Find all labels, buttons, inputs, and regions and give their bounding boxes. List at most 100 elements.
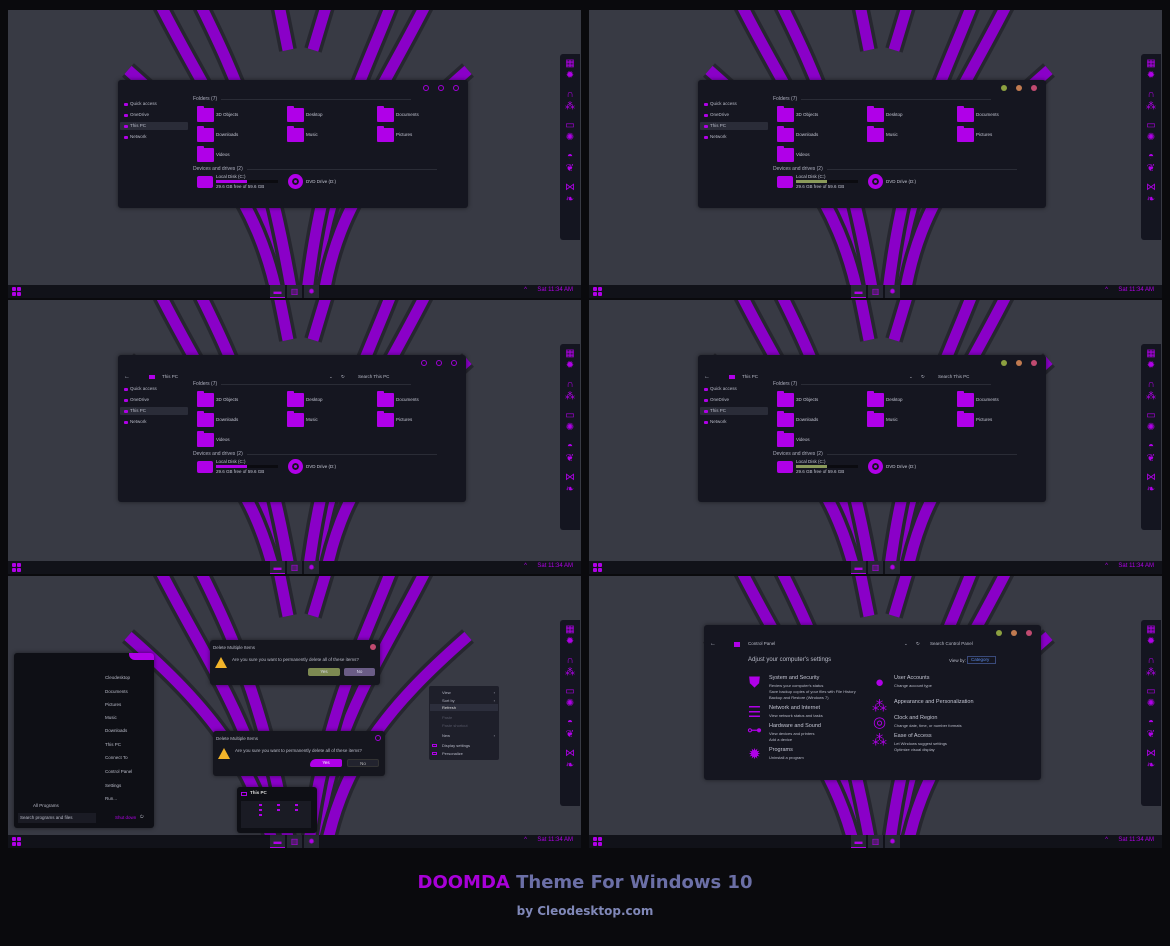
- start-button[interactable]: [593, 837, 602, 846]
- sidebar-item-network[interactable]: Network: [120, 133, 188, 141]
- no-button[interactable]: No: [347, 759, 379, 767]
- paw-icon[interactable]: ❦: [1146, 163, 1156, 174]
- monitor-icon[interactable]: ▭: [565, 120, 575, 131]
- taskbar-button-apps[interactable]: ▥: [868, 835, 883, 848]
- folder-icon[interactable]: [377, 106, 394, 122]
- category-link[interactable]: Add a device: [769, 737, 793, 742]
- share-icon[interactable]: ⁂: [1146, 667, 1156, 678]
- start-button[interactable]: [12, 287, 21, 296]
- close-button[interactable]: [375, 735, 381, 741]
- folder-icon[interactable]: [197, 431, 214, 447]
- share-icon[interactable]: ⁂: [565, 391, 575, 402]
- monitor-icon[interactable]: ▭: [1146, 120, 1156, 131]
- back-button[interactable]: ←: [710, 641, 716, 647]
- folder-label[interactable]: Documents: [396, 112, 419, 117]
- feather-icon[interactable]: ❧: [565, 194, 575, 205]
- refresh-button[interactable]: ↻: [341, 374, 345, 379]
- drive-c-name[interactable]: Local Disk (C:): [216, 174, 246, 179]
- feather-icon[interactable]: ❧: [565, 760, 575, 771]
- folder-label[interactable]: 3D Objects: [216, 112, 239, 117]
- start-menu-item[interactable]: Music: [105, 715, 117, 720]
- headphones-icon[interactable]: ∩: [1147, 89, 1155, 100]
- dvd-drive-name[interactable]: DVD Drive (D:): [306, 179, 336, 184]
- calendar-icon[interactable]: ▦: [565, 624, 575, 635]
- category-title[interactable]: System and Security: [769, 675, 820, 681]
- taskbar-button-apps[interactable]: ▥: [287, 561, 302, 574]
- folder-icon[interactable]: [287, 106, 304, 122]
- calendar-icon[interactable]: ▦: [1146, 348, 1156, 359]
- folder-icon[interactable]: [867, 106, 884, 122]
- folder-label[interactable]: 3D Objects: [796, 112, 819, 117]
- start-button[interactable]: [593, 287, 602, 296]
- dvd-drive-name[interactable]: DVD Drive (D:): [886, 464, 916, 469]
- search-input[interactable]: Search This PC: [358, 374, 390, 379]
- gear-icon[interactable]: ✹: [565, 636, 575, 647]
- taskbar-button-apps[interactable]: ▥: [287, 285, 302, 298]
- headphones-icon[interactable]: ∩: [1147, 379, 1155, 390]
- folder-label[interactable]: Downloads: [796, 417, 819, 422]
- folder-icon[interactable]: [197, 126, 214, 142]
- folder-label[interactable]: Music: [306, 132, 318, 137]
- folder-label[interactable]: Downloads: [216, 132, 239, 137]
- share-icon[interactable]: ⁂: [872, 698, 887, 715]
- folder-label[interactable]: Downloads: [216, 417, 239, 422]
- gear-icon[interactable]: ✹: [1146, 70, 1156, 81]
- taskbar-clock[interactable]: Sat 11:34 AM: [537, 563, 573, 569]
- butterfly-icon[interactable]: ⋈: [565, 748, 575, 759]
- feather-icon[interactable]: ❧: [1146, 194, 1156, 205]
- yes-button[interactable]: Yes: [310, 759, 342, 767]
- sidebar-item-onedrive[interactable]: OneDrive: [700, 396, 768, 404]
- headphones-icon[interactable]: ∩: [566, 655, 574, 666]
- devices-section-header[interactable]: Devices and drives (2): [193, 451, 436, 457]
- sidebar-item-this-pc[interactable]: This PC: [120, 122, 188, 130]
- calendar-icon[interactable]: ▦: [1146, 624, 1156, 635]
- context-menu-item-personalize[interactable]: Personalize: [430, 750, 498, 757]
- minimize-button[interactable]: [996, 630, 1002, 636]
- sidebar-item-this-pc[interactable]: This PC: [700, 407, 768, 415]
- gear-icon[interactable]: ✹: [1146, 636, 1156, 647]
- view-by-dropdown[interactable]: Category: [967, 656, 996, 664]
- context-menu-item-display-settings[interactable]: Display settings: [430, 742, 498, 749]
- start-search-input[interactable]: Search programs and files: [18, 813, 96, 823]
- category-link[interactable]: Uninstall a program: [769, 755, 804, 760]
- maximize-button[interactable]: [1016, 360, 1022, 366]
- folder-icon[interactable]: [777, 106, 794, 122]
- gamepad-icon[interactable]: ◓: [1147, 441, 1155, 452]
- folder-icon[interactable]: [957, 126, 974, 142]
- sidebar-item-onedrive[interactable]: OneDrive: [700, 111, 768, 119]
- taskbar-button-gear[interactable]: ✹: [304, 835, 319, 848]
- category-link[interactable]: View network status and tasks: [769, 713, 823, 718]
- start-menu-item[interactable]: Run...: [105, 796, 118, 801]
- gamepad-icon[interactable]: ◓: [1147, 151, 1155, 162]
- gamepad-icon[interactable]: ◓: [1147, 717, 1155, 728]
- share-icon[interactable]: ⁂: [1146, 391, 1156, 402]
- drive-icon[interactable]: [197, 176, 213, 188]
- tray-caret[interactable]: ^: [1105, 837, 1108, 843]
- gear-icon[interactable]: ✹: [565, 360, 575, 371]
- tray-caret[interactable]: ^: [524, 837, 527, 843]
- taskbar-button-folder[interactable]: ▬: [851, 835, 866, 848]
- category-link[interactable]: Save backup copies of your files with Fi…: [769, 689, 856, 694]
- taskbar-button-gear[interactable]: ✹: [304, 561, 319, 574]
- headphones-icon[interactable]: ∩: [1147, 655, 1155, 666]
- sun-icon[interactable]: ✺: [1146, 698, 1156, 709]
- folder-icon[interactable]: [777, 431, 794, 447]
- monitor-icon[interactable]: ▭: [565, 410, 575, 421]
- maximize-button[interactable]: [438, 85, 444, 91]
- breadcrumb-this-pc[interactable]: This PC: [162, 374, 179, 379]
- start-menu-item[interactable]: Connect To: [105, 755, 128, 760]
- drive-c-name[interactable]: Local Disk (C:): [796, 459, 826, 464]
- calendar-icon[interactable]: ▦: [565, 348, 575, 359]
- breadcrumb-control-panel[interactable]: Control Panel: [748, 641, 776, 646]
- dvd-drive-icon[interactable]: [868, 459, 883, 474]
- taskbar-button-folder[interactable]: ▬: [270, 561, 285, 574]
- folders-section-header[interactable]: Folders (7): [773, 381, 993, 387]
- folder-icon[interactable]: [777, 391, 794, 407]
- sun-icon[interactable]: ✺: [565, 132, 575, 143]
- taskbar-button-folder[interactable]: ▬: [851, 561, 866, 574]
- butterfly-icon[interactable]: ⋈: [565, 182, 575, 193]
- folders-section-header[interactable]: Folders (7): [193, 381, 413, 387]
- folder-label[interactable]: Documents: [396, 397, 419, 402]
- calendar-icon[interactable]: ▦: [565, 58, 575, 69]
- start-button[interactable]: [12, 563, 21, 572]
